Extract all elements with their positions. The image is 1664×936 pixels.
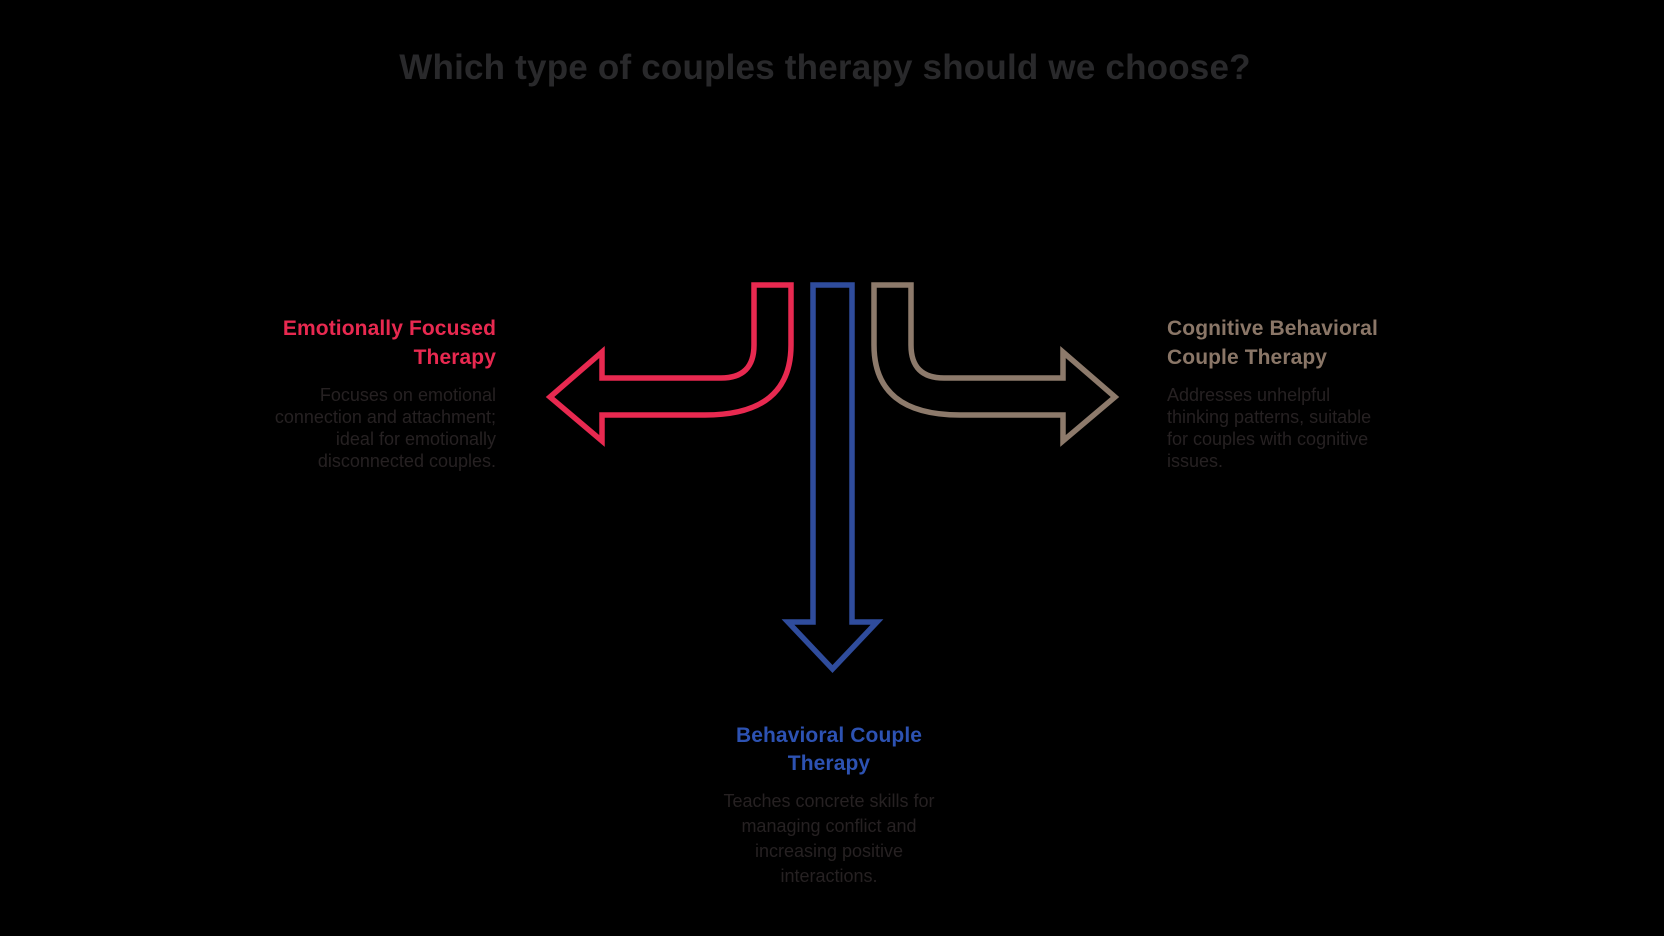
- branch-behavioral-couple-therapy: Behavioral Couple Therapy Teaches concre…: [679, 722, 979, 889]
- branch-heading-emotionally-focused-therapy: Emotionally Focused Therapy: [282, 317, 496, 369]
- branch-heading-cognitive-behavioral-couple-therapy: Cognitive Behavioral Couple Therapy: [1167, 317, 1378, 369]
- down-arrow-icon: [781, 282, 884, 673]
- branch-heading-behavioral-couple-therapy: Behavioral Couple Therapy: [735, 724, 923, 775]
- left-curved-arrow-icon: [545, 282, 794, 447]
- page-title: Which type of couples therapy should we …: [399, 48, 1251, 87]
- branch-description-emotionally-focused-therapy: Focuses on emotional connection and atta…: [274, 385, 496, 471]
- right-curved-arrow-icon: [871, 282, 1120, 447]
- branch-description-cognitive-behavioral-couple-therapy: Addresses unhelpful thinking patterns, s…: [1167, 385, 1372, 471]
- branch-cognitive-behavioral-couple-therapy: Cognitive Behavioral Couple Therapy Addr…: [1167, 314, 1447, 472]
- branch-description-behavioral-couple-therapy: Teaches concrete skills for managing con…: [723, 791, 935, 886]
- branch-emotionally-focused-therapy: Emotionally Focused Therapy Focuses on e…: [196, 314, 496, 472]
